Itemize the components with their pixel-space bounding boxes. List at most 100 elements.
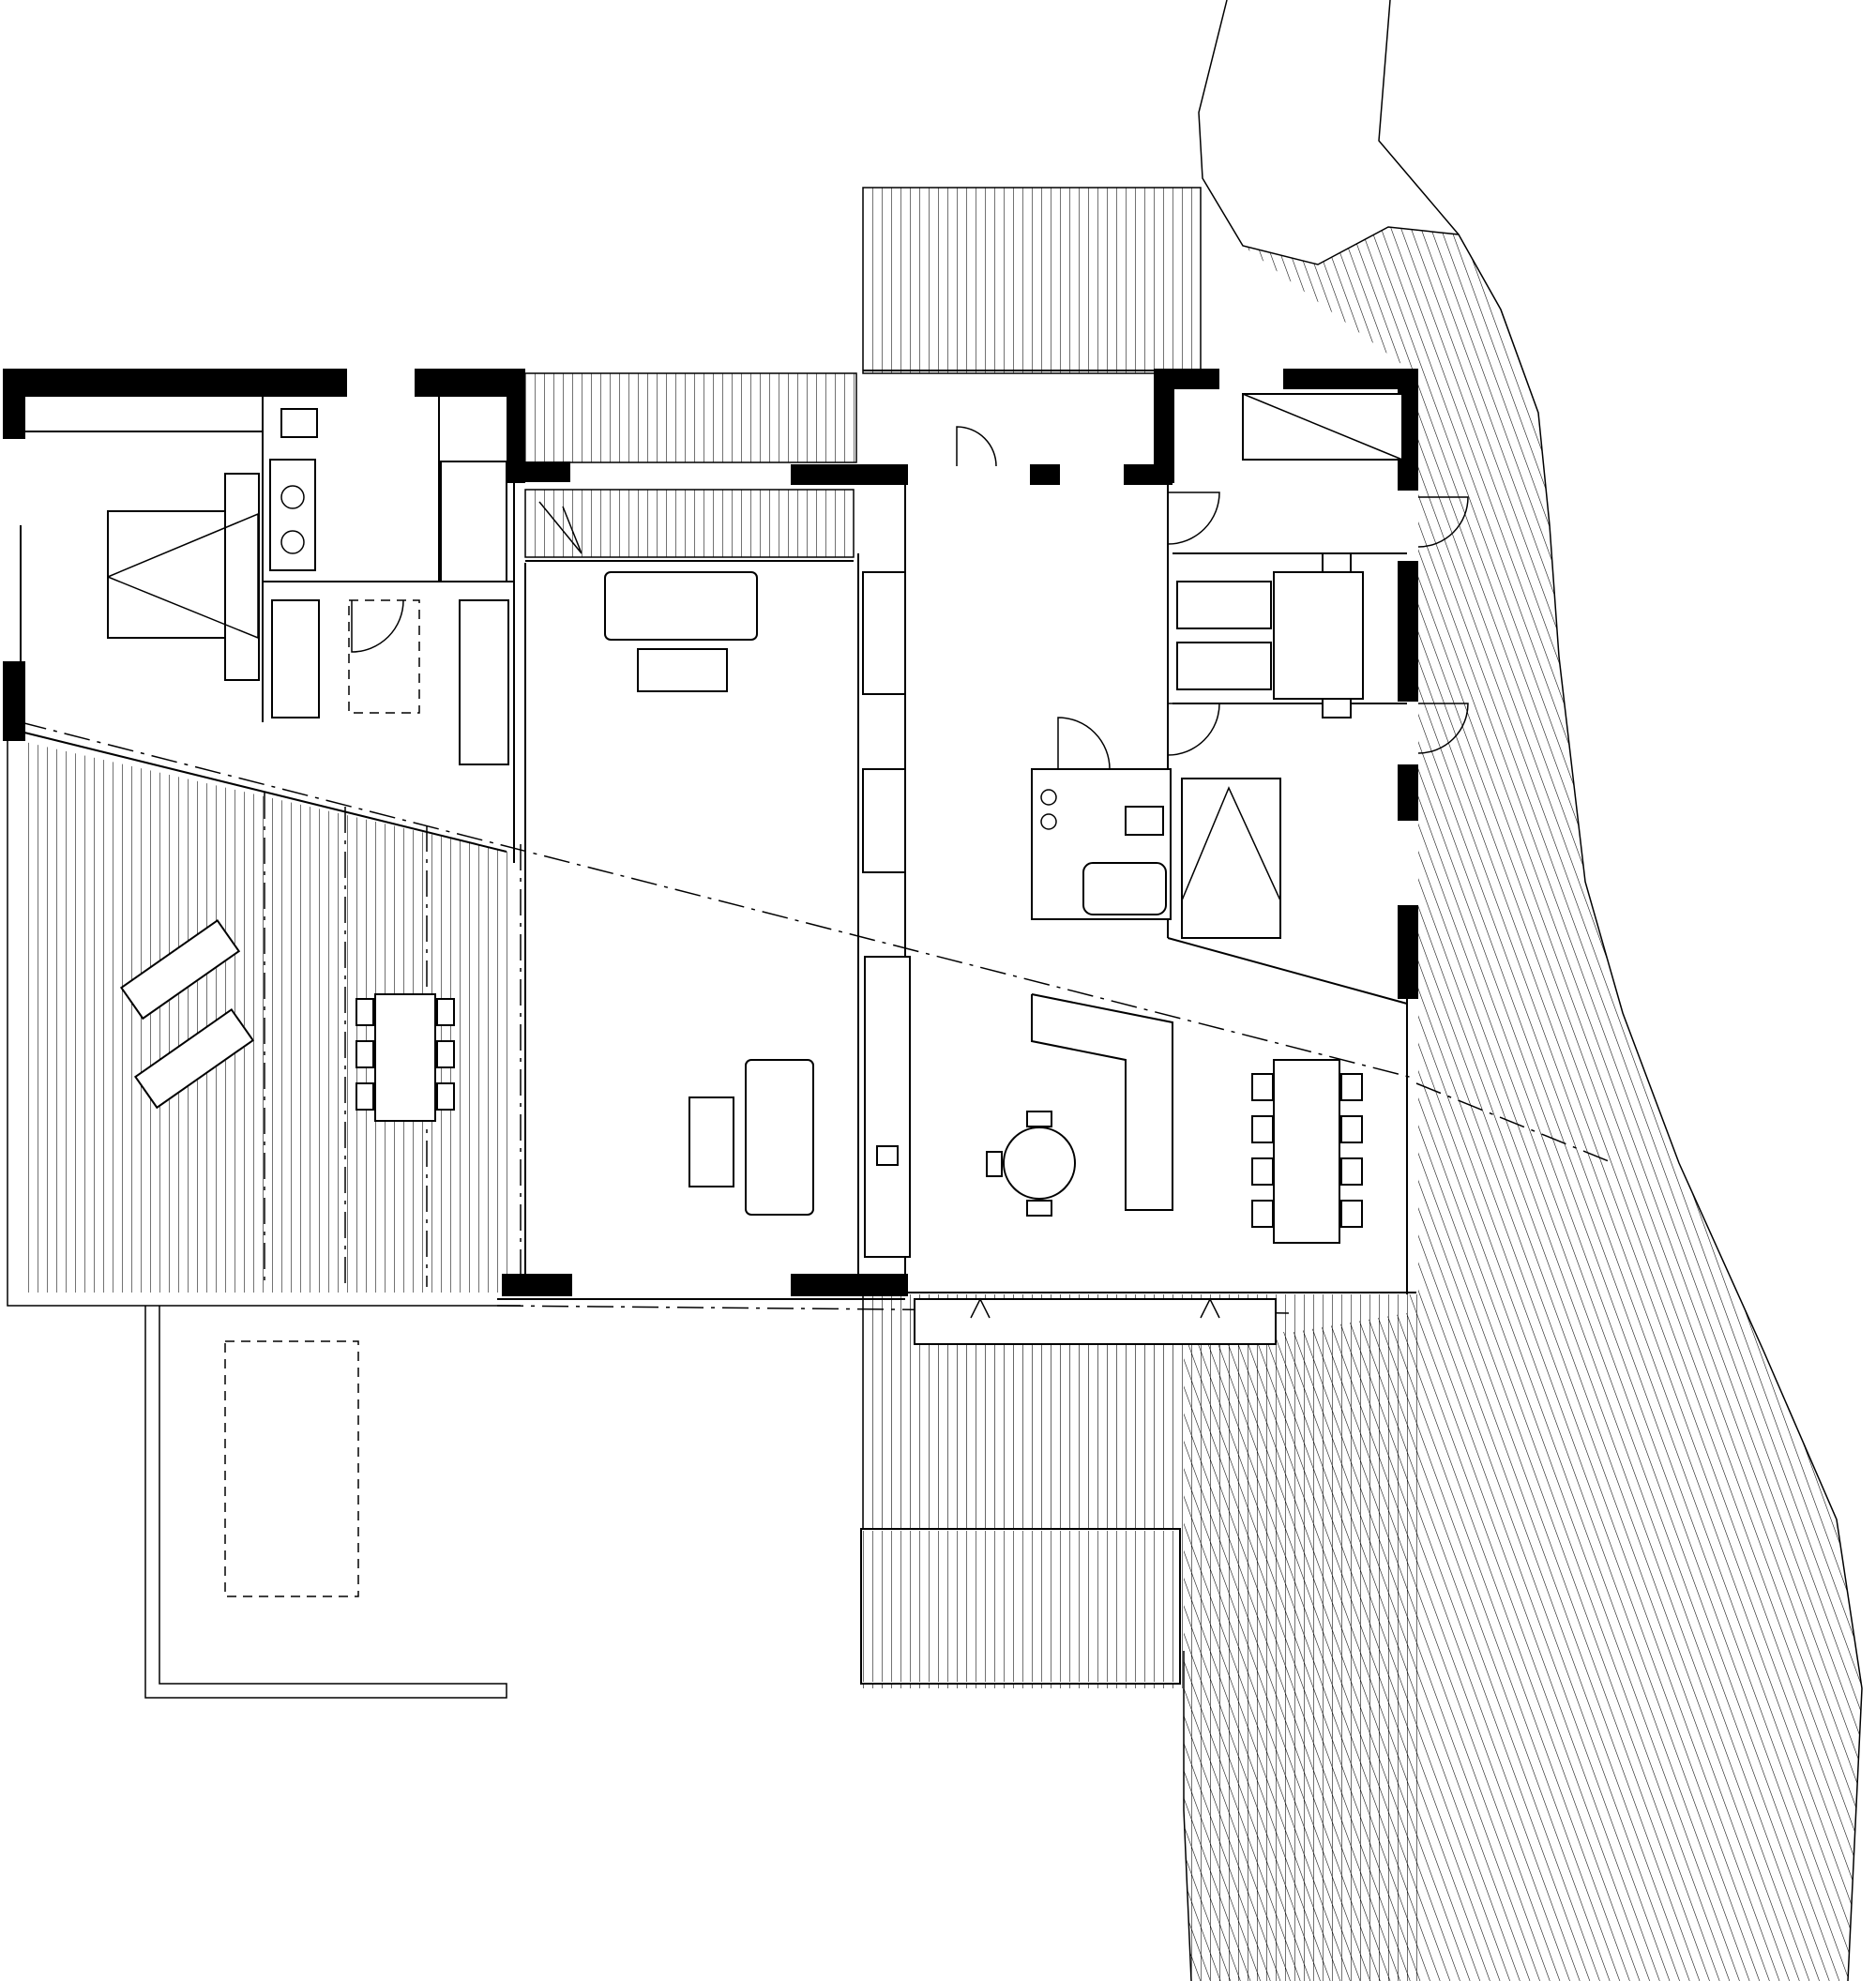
- floor-north-entry: [863, 375, 1163, 478]
- chair: [356, 1082, 374, 1111]
- axis-line-east: [1415, 1082, 1614, 1164]
- chair: [1340, 1157, 1363, 1186]
- stairs-north: [520, 372, 857, 558]
- bench-south: [914, 1298, 1277, 1345]
- door-swing: [956, 426, 997, 467]
- wall-segment: [1398, 764, 1418, 821]
- bench-marker: [1200, 1297, 1220, 1319]
- chair: [356, 1040, 374, 1068]
- wall-segment: [1283, 369, 1416, 389]
- chair: [1340, 1200, 1363, 1228]
- door-swing: [1167, 703, 1220, 756]
- kitchen-counter: [864, 956, 911, 1258]
- furniture-west-wing: [107, 408, 509, 765]
- cabinet: [862, 768, 906, 873]
- sink-west: [280, 530, 305, 554]
- wall-segment: [3, 661, 25, 741]
- toilet-east: [1125, 806, 1164, 836]
- door-swing: [1057, 717, 1111, 770]
- chair: [1251, 1157, 1274, 1186]
- stair-run-lower: [525, 490, 854, 557]
- decks: [7, 187, 1418, 1981]
- stair-run-upper: [521, 373, 856, 462]
- wall-segment: [502, 1274, 572, 1296]
- coffee-table-south: [688, 1096, 734, 1187]
- deck-west-terrace: [21, 741, 516, 1293]
- sun-lounger: [133, 1007, 255, 1110]
- door-swing: [1417, 703, 1469, 754]
- chair: [436, 1040, 455, 1068]
- chair: [1340, 1115, 1363, 1143]
- wall-segment: [507, 461, 570, 482]
- chair: [436, 1082, 455, 1111]
- wall-segment: [1154, 369, 1174, 483]
- deck-west-edge: [7, 724, 521, 1307]
- door-swing: [1417, 496, 1469, 548]
- chair: [1340, 1073, 1363, 1101]
- coffee-table-north: [637, 648, 728, 692]
- sink-west: [280, 485, 305, 509]
- wall-line: [1167, 937, 1408, 1005]
- wall-segment: [1030, 464, 1060, 485]
- chair: [1026, 1111, 1052, 1127]
- sink-kitchen: [876, 1145, 899, 1166]
- floor-west-wing: [21, 389, 516, 722]
- terrace-edge-line: [20, 731, 507, 853]
- structural-walls: [3, 369, 1418, 1296]
- furniture-living: [604, 571, 911, 1258]
- furniture-east-wing: [1031, 393, 1403, 939]
- wardrobe-west-2: [459, 599, 509, 765]
- sofa-south: [745, 1059, 814, 1216]
- bed-east-south-cover: [1181, 786, 1281, 901]
- chair: [1322, 552, 1352, 573]
- interior-lines: [20, 370, 1416, 1294]
- bench-marker: [970, 1297, 991, 1319]
- wall-segment: [791, 1274, 908, 1296]
- floor-east-corridor: [1407, 403, 1418, 1294]
- rug-west: [348, 599, 420, 714]
- furniture-dining: [986, 993, 1363, 1244]
- desk: [1273, 571, 1364, 700]
- site-outline-southwest: [144, 1306, 507, 1699]
- bed-east-north-cover: [1242, 393, 1403, 461]
- desk-3: [1176, 642, 1272, 690]
- chair: [1251, 1073, 1274, 1101]
- sink-east: [1040, 813, 1057, 830]
- wall-segment: [791, 464, 908, 485]
- toilet-west: [280, 408, 318, 438]
- wall-segment: [3, 369, 347, 397]
- sun-lounger-body: [133, 1007, 255, 1110]
- sink-east: [1040, 789, 1057, 806]
- axis-line-diagonal: [20, 721, 1417, 1080]
- deck-north: [863, 188, 1201, 373]
- door-swing: [351, 599, 404, 653]
- round-table: [1003, 1127, 1076, 1200]
- wall-segment: [507, 369, 525, 483]
- pool-outline: [224, 1340, 359, 1597]
- terrace-table: [374, 993, 436, 1122]
- boundary-line: [144, 1306, 507, 1699]
- deck-south-east: [1184, 1293, 1418, 1981]
- desk-2: [1176, 581, 1272, 629]
- stair-arrow: [538, 501, 582, 554]
- south-edge: [497, 1297, 1277, 1345]
- fireplace: [862, 571, 906, 695]
- stair-run-lower-edge: [524, 489, 855, 558]
- bathtub-west: [440, 461, 507, 582]
- wall-segment: [3, 369, 25, 439]
- wall-segment: [1154, 369, 1219, 389]
- dining-table: [1273, 1059, 1340, 1244]
- chair: [1322, 698, 1352, 718]
- wall-segment: [1398, 561, 1418, 702]
- chair: [1251, 1200, 1274, 1228]
- terrain-line-upper: [1378, 0, 1460, 235]
- south-steps-treads: [863, 1531, 1178, 1682]
- sun-lounger: [119, 918, 241, 1021]
- kitchen-island: [1031, 993, 1173, 1211]
- chair: [356, 998, 374, 1026]
- chair: [1026, 1200, 1052, 1217]
- vanity-west: [269, 459, 316, 571]
- sofa-north: [604, 571, 758, 641]
- door-swing: [1167, 491, 1220, 545]
